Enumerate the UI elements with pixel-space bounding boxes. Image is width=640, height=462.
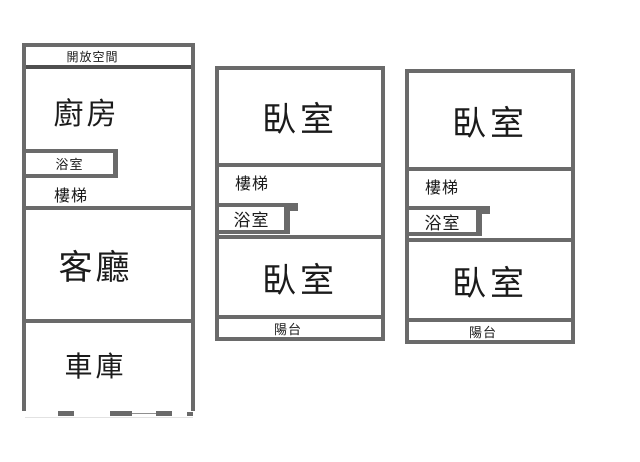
room-bathroom-floor3-label: 浴室	[424, 213, 461, 233]
wall-divider	[26, 206, 191, 210]
room-balcony-floor3-label: 陽台	[468, 324, 497, 340]
room-balcony-floor2-label: 陽台	[273, 321, 302, 337]
wall-divider	[26, 319, 191, 323]
wall-divider	[219, 315, 381, 319]
garage-door-dash	[58, 411, 74, 416]
room-balcony-floor2: 陽台	[219, 319, 381, 337]
room-bathroom-floor2: 浴室	[215, 203, 290, 234]
room-bedroom-front-floor3-label: 臥室	[452, 104, 528, 143]
garage-door-dash	[187, 412, 193, 416]
garage-door-dash	[156, 411, 172, 416]
floor-plan-3: 臥室 樓梯 浴室 臥室 陽台	[405, 69, 575, 344]
room-bedroom-back-floor2: 臥室	[219, 239, 381, 315]
room-bedroom-front-floor2: 臥室	[219, 70, 381, 163]
room-bedroom-back-floor3-label: 臥室	[452, 264, 528, 303]
floor-plan-2: 臥室 樓梯 浴室 臥室 陽台	[215, 66, 385, 341]
wall-divider	[409, 318, 571, 322]
room-kitchen: 廚房	[26, 73, 191, 149]
room-kitchen-label: 廚房	[53, 98, 120, 131]
wall-stub	[480, 206, 490, 214]
room-bedroom-back-floor2-label: 臥室	[262, 261, 338, 300]
room-bathroom-floor3: 浴室	[405, 206, 482, 236]
room-bathroom-floor1-label: 浴室	[55, 157, 84, 172]
wall-divider	[219, 235, 381, 239]
room-stairs-floor2-label: 樓梯	[235, 176, 270, 193]
wall-divider	[409, 238, 571, 242]
room-stairs-floor1-label: 樓梯	[54, 188, 89, 205]
room-open-space: 開放空間	[26, 47, 191, 69]
room-bedroom-front-floor3: 臥室	[409, 73, 571, 167]
garage-door-dash	[110, 411, 132, 416]
wall-divider	[219, 163, 381, 167]
room-living-room: 客廳	[26, 210, 191, 319]
room-stairs-floor3: 樓梯	[409, 171, 571, 201]
room-bedroom-front-floor2-label: 臥室	[262, 101, 338, 139]
wall-stub	[288, 203, 298, 211]
floor-plan-1: 開放空間 廚房 浴室 樓梯 客廳 車庫	[22, 43, 195, 411]
room-stairs-floor2: 樓梯	[219, 167, 381, 197]
room-bathroom-floor1: 浴室	[22, 149, 118, 178]
room-stairs-floor1: 樓梯	[26, 181, 191, 207]
room-garage-label: 車庫	[64, 351, 127, 382]
room-garage: 車庫	[26, 323, 191, 407]
garage-door-dash	[25, 417, 193, 418]
room-bedroom-back-floor3: 臥室	[409, 242, 571, 318]
room-living-room-label: 客廳	[58, 249, 133, 287]
room-bathroom-floor2-label: 浴室	[233, 211, 270, 230]
room-open-space-label: 開放空間	[66, 49, 119, 64]
room-stairs-floor3-label: 樓梯	[425, 180, 460, 197]
wall-divider	[409, 167, 571, 171]
room-balcony-floor3: 陽台	[409, 322, 571, 340]
garage-door-dash	[132, 413, 158, 414]
